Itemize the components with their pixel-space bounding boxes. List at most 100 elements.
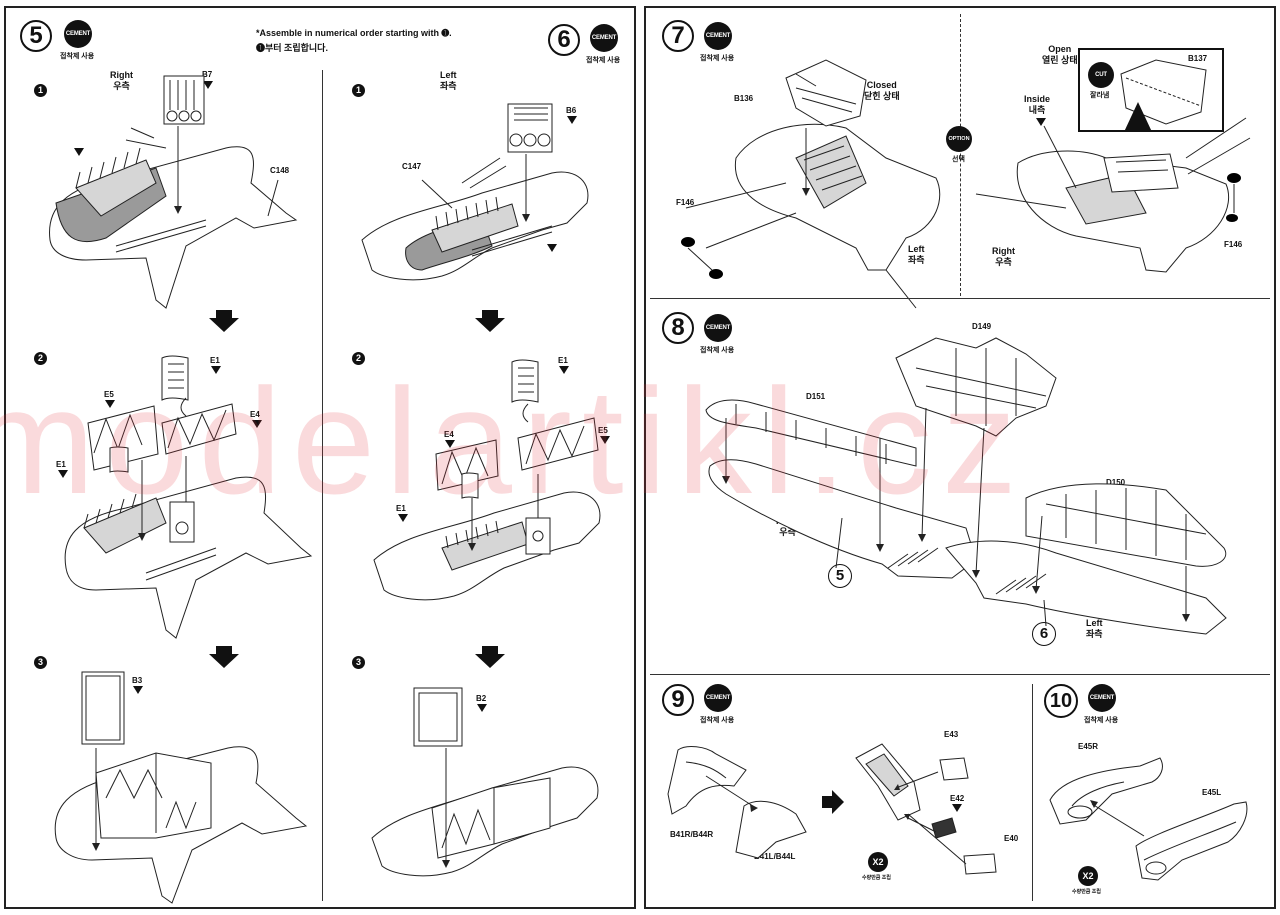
- quantity-x2-icon: X2: [1078, 866, 1098, 886]
- cut-icon: CUT: [1088, 62, 1114, 88]
- cement-mark-icon: [252, 420, 262, 428]
- cement-caption: 접착제 사용: [1084, 717, 1119, 724]
- part-label-b136: B136: [734, 94, 754, 103]
- substep-2-marker: 2: [34, 352, 47, 365]
- cement-mark-icon: [952, 804, 962, 812]
- option-icon: OPTION: [946, 126, 972, 152]
- step-9-number: 9: [662, 684, 694, 716]
- part-label-d150: D150: [1106, 478, 1126, 487]
- part-label-e42: E42: [950, 794, 965, 803]
- step-6-reference: 6: [1032, 622, 1056, 646]
- closed-state-label: Closed 닫힌 상태: [864, 80, 900, 102]
- step-5-drawings: [49, 75, 313, 904]
- step-7-drawings: [681, 59, 1251, 309]
- cement-mark-icon: [1036, 118, 1046, 126]
- section-divider: [650, 298, 1270, 299]
- cement-icon: CEMENT: [704, 22, 732, 50]
- side-label-en: Right: [110, 70, 133, 80]
- substep-3-marker: 3: [34, 656, 47, 669]
- substep-1-marker: 1: [34, 84, 47, 97]
- cement-mark-icon: [133, 686, 143, 694]
- step-9-drawings: [667, 743, 997, 875]
- cement-mark-icon: [547, 244, 557, 252]
- substep-1-marker: 1: [352, 84, 365, 97]
- seat-assembly: [667, 743, 997, 875]
- part-label-e5: E5: [104, 390, 114, 399]
- quantity-caption: 수량만큼 조립: [1072, 889, 1101, 895]
- inside-label: Inside 내측: [1024, 94, 1050, 116]
- part-label-e4: E4: [444, 430, 454, 439]
- left-page: 5 CEMENT 접착제 사용 *Assemble in numerical o…: [4, 6, 636, 909]
- substep-2-marker: 2: [352, 352, 365, 365]
- cement-mark-icon: [398, 514, 408, 522]
- step5-sub1-assembly: [49, 75, 298, 309]
- wing-assembly: [705, 337, 1227, 635]
- step-8-drawings: [705, 337, 1227, 635]
- next-step-arrow: [209, 310, 239, 332]
- cement-icon: CEMENT: [1088, 684, 1116, 712]
- closed-label-ko: 닫힌 상태: [864, 91, 900, 101]
- inside-label-ko: 내측: [1028, 105, 1046, 115]
- step-10-drawings: [1049, 757, 1248, 881]
- part-label-e43: E43: [944, 730, 959, 739]
- side-label-ko: 우측: [113, 81, 130, 91]
- cement-icon: CEMENT: [64, 20, 92, 48]
- column-divider: [322, 70, 323, 901]
- part-label-b41l-b44l: B41L/B44L: [754, 852, 796, 861]
- side-label-ko: 좌측: [440, 81, 457, 91]
- part-label-d151: D151: [806, 392, 826, 401]
- cement-caption: 접착제 사용: [60, 53, 95, 60]
- next-step-arrow: [475, 646, 505, 668]
- next-step-arrow: [209, 646, 239, 668]
- step-5-number: 5: [20, 20, 52, 52]
- step5-sub3-assembly: [54, 671, 308, 904]
- option-caption: 선택: [952, 156, 965, 163]
- inside-label-en: Inside: [1024, 94, 1051, 104]
- step6-sub3-assembly: [371, 687, 599, 877]
- cement-caption: 접착제 사용: [700, 55, 735, 62]
- cement-mark-icon: [203, 81, 213, 89]
- cement-icon: CEMENT: [704, 314, 732, 342]
- closed-label-en: Closed: [866, 80, 897, 90]
- open-canopy-assembly: [975, 59, 1251, 273]
- side-label-ko: 좌측: [1086, 629, 1103, 639]
- open-state-label: Open 열린 상태: [1042, 44, 1078, 66]
- cement-mark-icon: [600, 436, 610, 444]
- cement-icon: CEMENT: [704, 684, 732, 712]
- step6-sub2-assembly: [373, 359, 601, 601]
- step6-sub1-assembly: [361, 103, 589, 281]
- quantity-caption: 수량만큼 조립: [862, 875, 891, 881]
- step-10-number: 10: [1044, 684, 1078, 718]
- cement-mark-icon: [445, 440, 455, 448]
- part-label-e1: E1: [56, 460, 66, 469]
- option-divider: [960, 14, 961, 296]
- cement-mark-icon: [211, 366, 221, 374]
- cut-caption: 잘라냄: [1090, 92, 1110, 99]
- part-label-f146: F146: [1224, 240, 1243, 249]
- nacelle-assembly: [1049, 757, 1248, 881]
- part-label-f146: F146: [676, 198, 695, 207]
- cement-mark-icon: [559, 366, 569, 374]
- quantity-x2-icon: X2: [868, 852, 888, 872]
- part-label-e4: E4: [250, 410, 260, 419]
- cement-caption: 접착제 사용: [586, 57, 621, 64]
- cement-mark-icon: [567, 116, 577, 124]
- open-label-en: Open: [1048, 44, 1072, 54]
- part-label-b137: B137: [1188, 54, 1208, 63]
- side-label-left: Left 좌측: [1086, 618, 1103, 640]
- step-6-number: 6: [548, 24, 580, 56]
- side-label-right: Right 우측: [992, 246, 1015, 268]
- step-7-number: 7: [662, 20, 694, 52]
- assembly-note-en: *Assemble in numerical order starting wi…: [256, 28, 452, 38]
- part-label-b3: B3: [132, 676, 143, 685]
- part-label-b2: B2: [476, 694, 487, 703]
- part-label-e45l: E45L: [1202, 788, 1222, 797]
- part-label-b41r-b44r: B41R/B44R: [670, 830, 714, 839]
- part-label-e1: E1: [558, 356, 568, 365]
- part-label-e5: E5: [598, 426, 608, 435]
- section-divider: [650, 674, 1270, 675]
- side-label-ko: 우측: [995, 257, 1012, 267]
- side-label-left: Left 좌측: [440, 70, 457, 92]
- part-label-e40: E40: [1004, 834, 1019, 843]
- cement-icon: CEMENT: [590, 24, 618, 52]
